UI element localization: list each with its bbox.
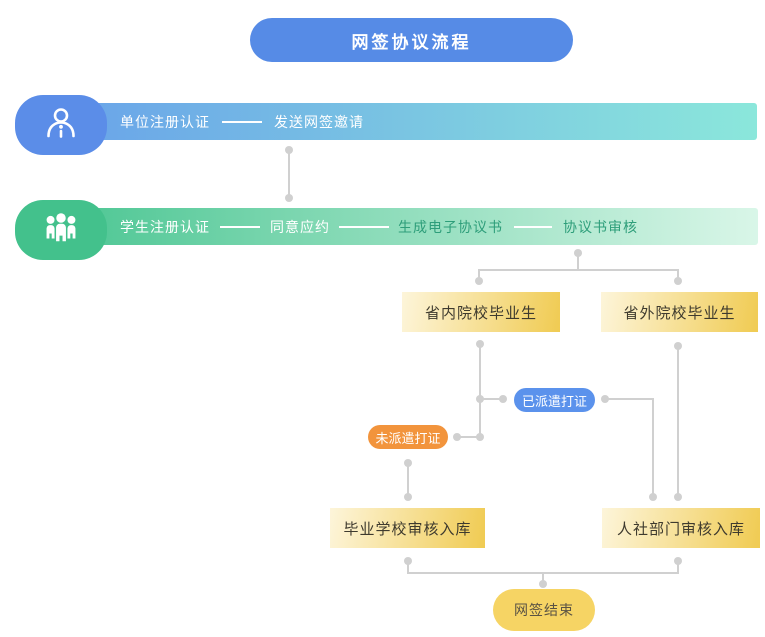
unit-lane-bar: 单位注册认证 发送网签邀请 [60,103,757,140]
pill-dispatched: 已派遣打证 [514,388,595,412]
unit-lane-badge [15,95,107,155]
connector-dot [404,493,412,501]
connector-line [608,398,654,400]
connector-line [479,344,481,437]
box-hr-review: 人社部门审核入库 [602,508,760,548]
pill-end: 网签结束 [493,589,595,631]
step-separator [220,225,260,228]
student-lane-bar: 学生注册认证 同意应约 生成电子协议书 协议书审核 [60,208,758,245]
connector-line [407,463,409,497]
step-student-register: 学生注册认证 [120,218,210,235]
connector-dot [285,194,293,202]
connector-line [407,561,409,574]
box-school-review: 毕业学校审核入库 [330,508,485,548]
box-out-province-graduates: 省外院校毕业生 [601,292,758,332]
connector-line [478,269,480,280]
connector-line [677,346,679,494]
step-agreement-review: 协议书审核 [563,218,638,235]
connector-line [652,398,654,494]
connector-line [577,253,579,270]
connector-line [677,269,679,280]
students-group-icon [40,209,82,252]
connector-dot [674,277,682,285]
connector-line [483,398,503,400]
connector-dot [539,580,547,588]
connector-line [288,150,290,198]
connector-dot [285,146,293,154]
connector-dot [674,493,682,501]
connector-dot [499,395,507,403]
connector-dot [476,395,484,403]
connector-dot [475,277,483,285]
student-lane-badge [15,200,107,260]
connector-line [460,436,480,438]
company-user-icon [41,103,81,148]
page-title: 网签协议流程 [250,18,573,62]
connector-line [542,572,544,583]
pill-not-dispatched: 未派遣打证 [368,425,448,449]
connector-dot [601,395,609,403]
connector-dot [649,493,657,501]
box-in-province-graduates: 省内院校毕业生 [402,292,560,332]
connector-dot [476,433,484,441]
connector-line [479,269,679,271]
step-unit-register: 单位注册认证 [120,113,210,130]
connector-line [677,561,679,574]
step-separator [514,225,552,228]
connector-dot [453,433,461,441]
step-send-invite: 发送网签邀请 [274,113,364,130]
step-accept-offer: 同意应约 [270,218,330,235]
step-generate-agreement: 生成电子协议书 [398,218,503,235]
step-separator [339,225,389,228]
step-separator [222,120,262,123]
